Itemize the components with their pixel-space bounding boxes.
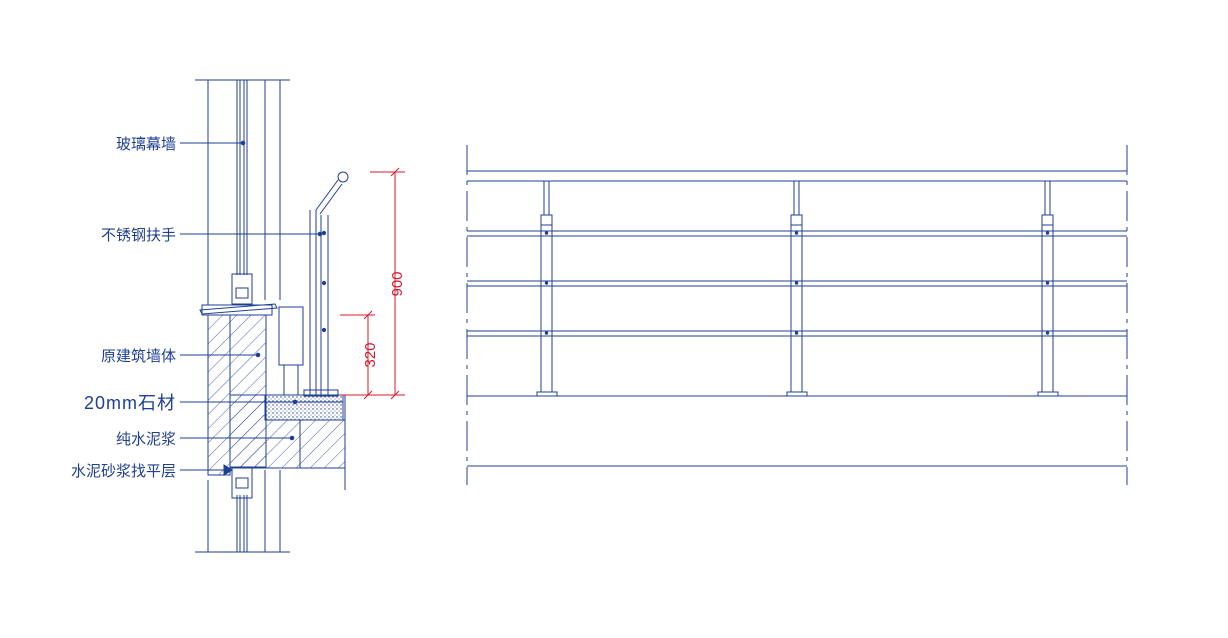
elevation-view [466,145,1128,485]
middle-rails [467,230,1127,337]
label-stone-20mm: 20mm石材 [84,393,176,413]
top-handrail [467,170,1127,182]
label-cement-mortar-leveling: 水泥砂浆找平层 [71,462,176,480]
railing-post-3 [1037,181,1059,397]
handrail-assembly [278,171,349,397]
label-stainless-handrail: 不锈钢扶手 [101,226,176,244]
label-original-wall: 原建筑墙体 [101,347,176,365]
floor-lines [467,395,1127,467]
leader-lines [180,140,323,476]
dimension-320: 320 [362,342,379,367]
railing-post-1 [536,181,558,397]
railing-post-2 [786,181,808,397]
dimension-lines [340,167,405,400]
section-view [180,79,349,553]
label-glass-curtain-wall: 玻璃幕墙 [116,135,176,153]
label-pure-cement-slurry: 纯水泥浆 [116,430,176,448]
dimension-900: 900 [389,271,406,296]
wall-body [199,303,346,490]
curtain-wall [195,79,290,553]
